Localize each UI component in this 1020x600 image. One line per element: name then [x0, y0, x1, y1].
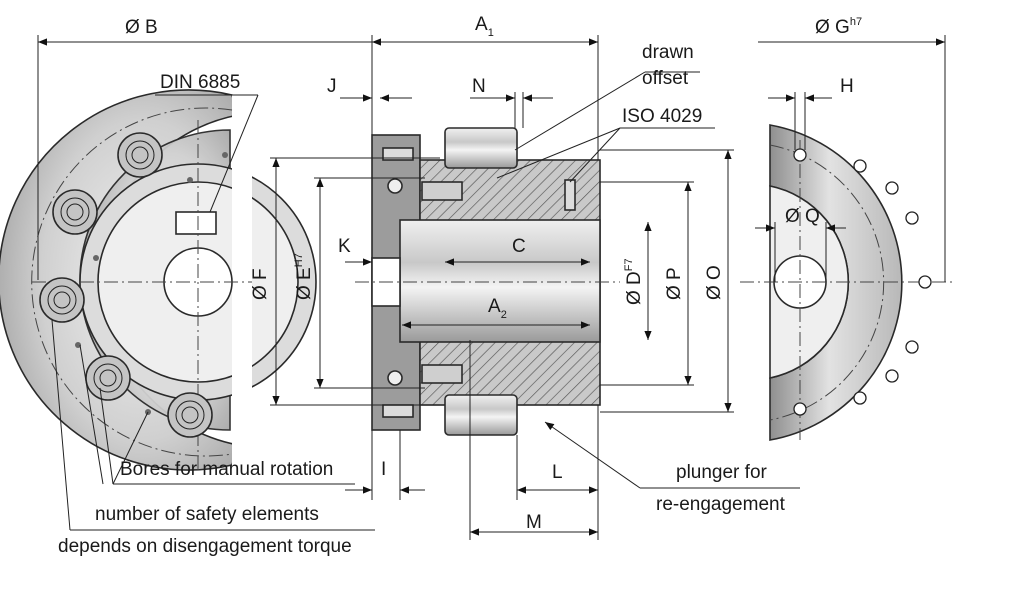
- dim-h-label: H: [840, 76, 854, 97]
- dim-b-label: Ø B: [125, 17, 158, 38]
- re-engagement-label: re-engagement: [656, 494, 786, 515]
- dim-n-label: N: [472, 76, 486, 97]
- dim-f-label: Ø F: [250, 268, 271, 300]
- dim-d-label: Ø DF7: [623, 258, 645, 305]
- dim-g-label: Ø Gh7: [815, 16, 862, 38]
- drawn-label: drawn: [642, 42, 694, 63]
- dim-a1-main: A: [475, 14, 488, 35]
- din-6885-label: DIN 6885: [160, 72, 240, 93]
- flange-bolt-holes: [793, 148, 932, 416]
- safety-element-2: [52, 189, 98, 235]
- bores-label: Bores for manual rotation: [120, 459, 333, 480]
- dim-k-label: K: [338, 236, 351, 257]
- offset-label: offset: [642, 68, 689, 89]
- dim-d-main: Ø D: [624, 271, 645, 305]
- dim-m-label: M: [526, 512, 542, 533]
- dim-a1-sub: 1: [488, 27, 494, 39]
- dim-e-main: Ø E: [294, 267, 315, 300]
- left-flange-view: [0, 89, 317, 475]
- dim-a1-label: A1: [475, 14, 494, 39]
- dim-a2-main: A: [488, 296, 501, 317]
- section-view: [355, 127, 620, 436]
- dim-q-label: Ø Q: [785, 206, 820, 227]
- dim-d-sup: F7: [623, 258, 635, 271]
- dim-p-label: Ø P: [664, 267, 685, 300]
- safety-element-3: [39, 277, 85, 323]
- dim-g-sup: h7: [850, 16, 862, 28]
- dim-e-label: Ø EH7: [293, 253, 315, 300]
- safety-elements-label: number of safety elements: [95, 504, 319, 525]
- plunger-label: plunger for: [676, 462, 768, 483]
- dimension-lines: [37, 35, 946, 540]
- dim-l-label: L: [552, 462, 563, 483]
- dim-j-label: J: [327, 76, 337, 97]
- dim-i-label: I: [381, 459, 386, 480]
- dim-g-main: Ø G: [815, 17, 850, 38]
- dim-c-label: C: [512, 236, 526, 257]
- dim-a2-label: A2: [488, 296, 507, 321]
- safety-element-1: [117, 132, 163, 178]
- dim-o-label: Ø O: [704, 265, 725, 300]
- dim-e-sup: H7: [293, 253, 305, 267]
- right-flange-view: [740, 124, 955, 441]
- leader-lines: [51, 71, 800, 531]
- safety-element-5: [167, 392, 213, 438]
- dimension-labels: Ø B A1 Ø Gh7 J N H K C A2 Ø F Ø EH7 Ø DF…: [125, 14, 862, 533]
- iso-4029-label: ISO 4029: [622, 106, 702, 127]
- dim-a2-sub: 2: [501, 309, 507, 321]
- safety-element-4: [85, 355, 131, 401]
- disengagement-label: depends on disengagement torque: [58, 536, 352, 557]
- annotation-labels: DIN 6885 drawn offset ISO 4029 Bores for…: [58, 42, 786, 557]
